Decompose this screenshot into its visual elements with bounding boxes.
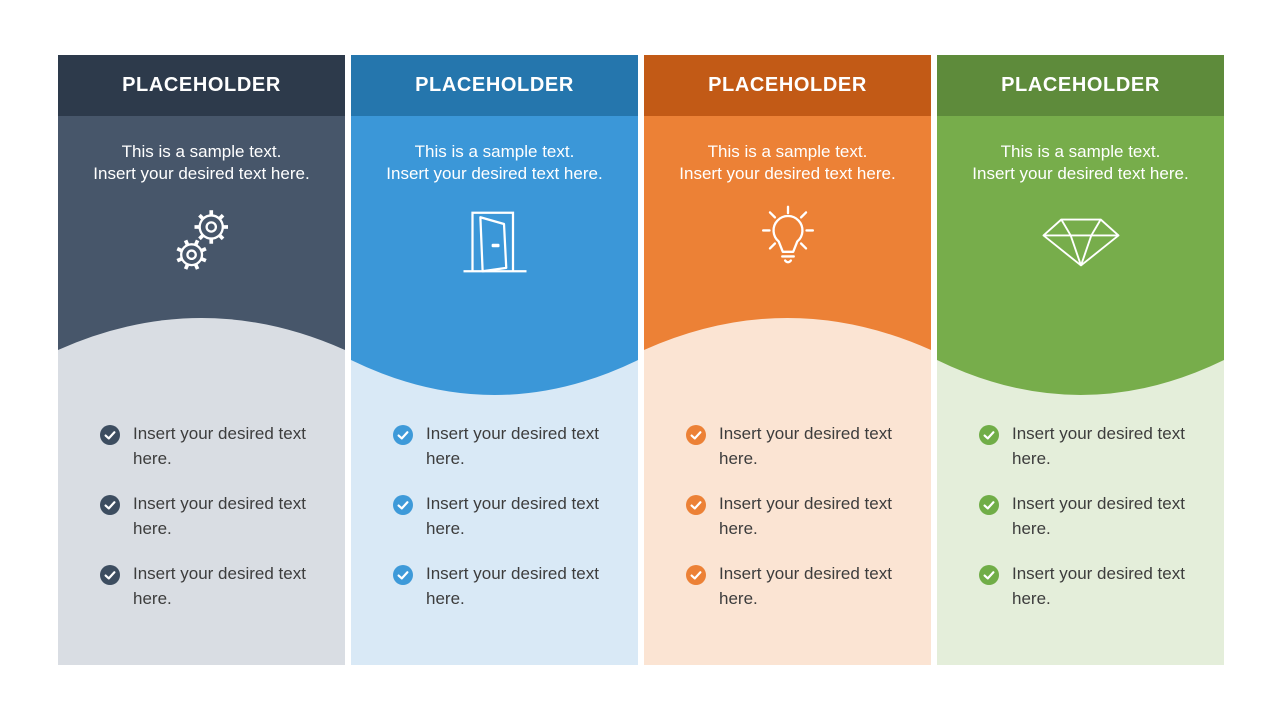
column-description: This is a sample text. Insert your desire… [379,141,611,185]
door-icon [463,211,526,273]
description-line: Insert your desired text here. [386,164,603,183]
column-description: This is a sample text. Insert your desire… [86,141,318,185]
bullet-text: Insert your desired text here. [1012,564,1185,608]
gears-icon [176,210,228,270]
column-icon-wrap [351,203,638,281]
column-title: PLACEHOLDER [415,74,574,96]
column-body: This is a sample text. Insert your desire… [937,116,1224,360]
list-item: Insert your desired text here. [979,422,1214,471]
column-title: PLACEHOLDER [1001,74,1160,96]
check-icon [686,565,706,585]
list-item: Insert your desired text here. [100,562,335,611]
list-item: Insert your desired text here. [979,492,1214,541]
check-icon [979,425,999,445]
description-line: This is a sample text. [414,142,575,161]
list-item: Insert your desired text here. [100,422,335,471]
diamond-icon [1042,218,1119,267]
list-item: Insert your desired text here. [979,562,1214,611]
curve-divider [58,318,345,350]
bullet-text: Insert your desired text here. [1012,494,1185,538]
bullet-text: Insert your desired text here. [426,424,599,468]
check-icon [686,425,706,445]
description-line: Insert your desired text here. [679,164,896,183]
list-item: Insert your desired text here. [100,492,335,541]
column-icon-wrap [58,203,345,281]
bullet-text: Insert your desired text here. [719,424,892,468]
column-card: PLACEHOLDER This is a sample text. Insert… [351,55,638,665]
column-card: PLACEHOLDER This is a sample text. Insert… [937,55,1224,665]
description-line: This is a sample text. [1000,142,1161,161]
curve-divider [644,318,931,350]
bullet-text: Insert your desired text here. [133,424,306,468]
bullet-list: Insert your desired text here. Insert you… [686,422,921,632]
column-header: PLACEHOLDER [351,55,638,116]
column-header: PLACEHOLDER [937,55,1224,116]
column-body: This is a sample text. Insert your desire… [644,116,931,318]
curve-divider [351,360,638,395]
check-icon [100,425,120,445]
column-card: PLACEHOLDER This is a sample text. Insert… [58,55,345,665]
list-item: Insert your desired text here. [393,492,628,541]
column-body: This is a sample text. Insert your desire… [351,116,638,360]
column-header: PLACEHOLDER [644,55,931,116]
check-icon [393,425,413,445]
check-icon [979,565,999,585]
check-icon [100,565,120,585]
description-line: Insert your desired text here. [93,164,310,183]
check-icon [393,565,413,585]
column-icon-wrap [644,203,931,281]
column-body: This is a sample text. Insert your desire… [58,116,345,318]
bullet-text: Insert your desired text here. [1012,424,1185,468]
bullet-list: Insert your desired text here. Insert you… [979,422,1214,632]
column-header: PLACEHOLDER [58,55,345,116]
check-icon [686,495,706,515]
column-description: This is a sample text. Insert your desire… [965,141,1197,185]
bullet-text: Insert your desired text here. [426,494,599,538]
curve-divider [937,360,1224,395]
description-line: This is a sample text. [707,142,868,161]
bullet-text: Insert your desired text here. [719,494,892,538]
check-icon [100,495,120,515]
column-title: PLACEHOLDER [708,74,867,96]
list-item: Insert your desired text here. [393,562,628,611]
column-title: PLACEHOLDER [122,74,281,96]
list-item: Insert your desired text here. [686,492,921,541]
bullet-text: Insert your desired text here. [133,494,306,538]
bullet-text: Insert your desired text here. [133,564,306,608]
description-line: Insert your desired text here. [972,164,1189,183]
bullet-text: Insert your desired text here. [719,564,892,608]
bullet-list: Insert your desired text here. Insert you… [100,422,335,632]
check-icon [979,495,999,515]
bullet-list: Insert your desired text here. Insert you… [393,422,628,632]
list-item: Insert your desired text here. [393,422,628,471]
column-description: This is a sample text. Insert your desire… [672,141,904,185]
check-icon [393,495,413,515]
bullet-text: Insert your desired text here. [426,564,599,608]
columns: PLACEHOLDER This is a sample text. Insert… [58,55,1224,665]
column-card: PLACEHOLDER This is a sample text. Insert… [644,55,931,665]
column-icon-wrap [937,203,1224,281]
description-line: This is a sample text. [121,142,282,161]
lightbulb-icon [761,205,814,264]
list-item: Insert your desired text here. [686,422,921,471]
list-item: Insert your desired text here. [686,562,921,611]
